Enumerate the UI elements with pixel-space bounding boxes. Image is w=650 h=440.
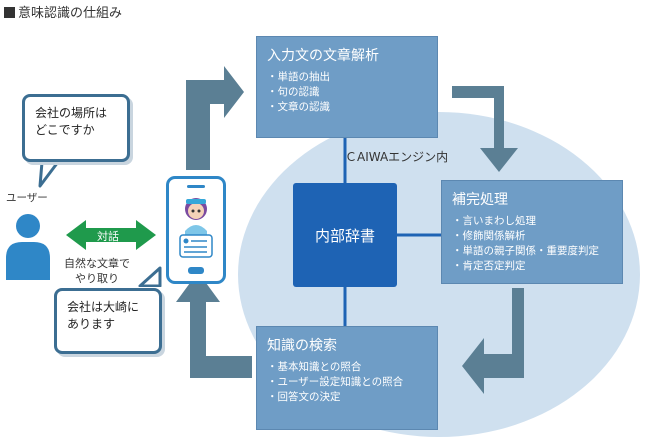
complement-box: 補完処理 ・言いまわし処理 ・修飾関係解析 ・単語の親子関係・重要度判定 ・肯定… bbox=[441, 180, 623, 284]
complement-list: ・言いまわし処理 ・修飾関係解析 ・単語の親子関係・重要度判定 ・肯定否定判定 bbox=[452, 214, 612, 274]
dialogue-label: 対話 bbox=[97, 230, 119, 243]
internal-dictionary: 内部辞書 bbox=[293, 183, 397, 287]
page-title: 意味認識の仕組み bbox=[4, 2, 122, 21]
reply-bubble-line-2: あります bbox=[67, 317, 116, 331]
analysis-item: ・句の認識 bbox=[267, 86, 320, 98]
knowledge-item: ・ユーザー設定知識との照合 bbox=[267, 376, 404, 388]
complement-item: ・修飾関係解析 bbox=[452, 230, 526, 242]
complement-item: ・言いまわし処理 bbox=[452, 215, 536, 227]
dialogue-arrow bbox=[66, 220, 156, 250]
reply-speech-bubble: 会社は大崎に あります bbox=[54, 288, 162, 354]
avatar-icon bbox=[179, 185, 213, 274]
knowledge-item: ・回答文の決定 bbox=[267, 391, 341, 403]
reply-bubble-tail bbox=[138, 266, 162, 288]
analysis-list: ・単語の抽出 ・句の認識 ・文章の認識 bbox=[267, 70, 427, 115]
dialogue-caption-line-1: 自然な文章で bbox=[64, 257, 130, 270]
arrow-analysis-to-complement bbox=[452, 86, 518, 172]
arrow-complement-to-knowledge bbox=[462, 288, 524, 394]
arrow-knowledge-to-phone bbox=[176, 272, 252, 378]
title-bullet-icon bbox=[4, 7, 15, 18]
dialogue-caption-line-2: やり取り bbox=[75, 272, 119, 285]
user-icon bbox=[6, 214, 50, 280]
engine-label: ＣAIWAエンジン内 bbox=[345, 150, 449, 164]
user-bubble-line-2: どこですか bbox=[35, 123, 95, 137]
knowledge-item: ・基本知識との照合 bbox=[267, 361, 362, 373]
knowledge-box: 知識の検索 ・基本知識との照合 ・ユーザー設定知識との照合 ・回答文の決定 bbox=[256, 326, 438, 430]
complement-item: ・単語の親子関係・重要度判定 bbox=[452, 245, 599, 257]
arrow-phone-to-analysis bbox=[186, 66, 244, 170]
analysis-item: ・文章の認識 bbox=[267, 101, 330, 113]
user-speech-bubble: 会社の場所は どこですか bbox=[22, 94, 130, 162]
reply-bubble-line-1: 会社は大崎に bbox=[67, 300, 140, 314]
user-bubble-tail bbox=[38, 160, 60, 188]
smartphone-icon bbox=[166, 176, 226, 284]
analysis-heading: 入力文の文章解析 bbox=[267, 48, 379, 64]
knowledge-list: ・基本知識との照合 ・ユーザー設定知識との照合 ・回答文の決定 bbox=[267, 360, 427, 405]
dialogue-caption: 自然な文章で やり取り bbox=[64, 256, 130, 286]
user-bubble-line-1: 会社の場所は bbox=[35, 106, 108, 120]
complement-item: ・肯定否定判定 bbox=[452, 260, 526, 272]
knowledge-heading: 知識の検索 bbox=[267, 338, 337, 354]
analysis-item: ・単語の抽出 bbox=[267, 71, 330, 83]
complement-heading: 補完処理 bbox=[452, 192, 508, 208]
analysis-box: 入力文の文章解析 ・単語の抽出 ・句の認識 ・文章の認識 bbox=[256, 36, 438, 138]
title-text: 意味認識の仕組み bbox=[18, 6, 123, 21]
user-label: ユーザー bbox=[6, 192, 48, 204]
